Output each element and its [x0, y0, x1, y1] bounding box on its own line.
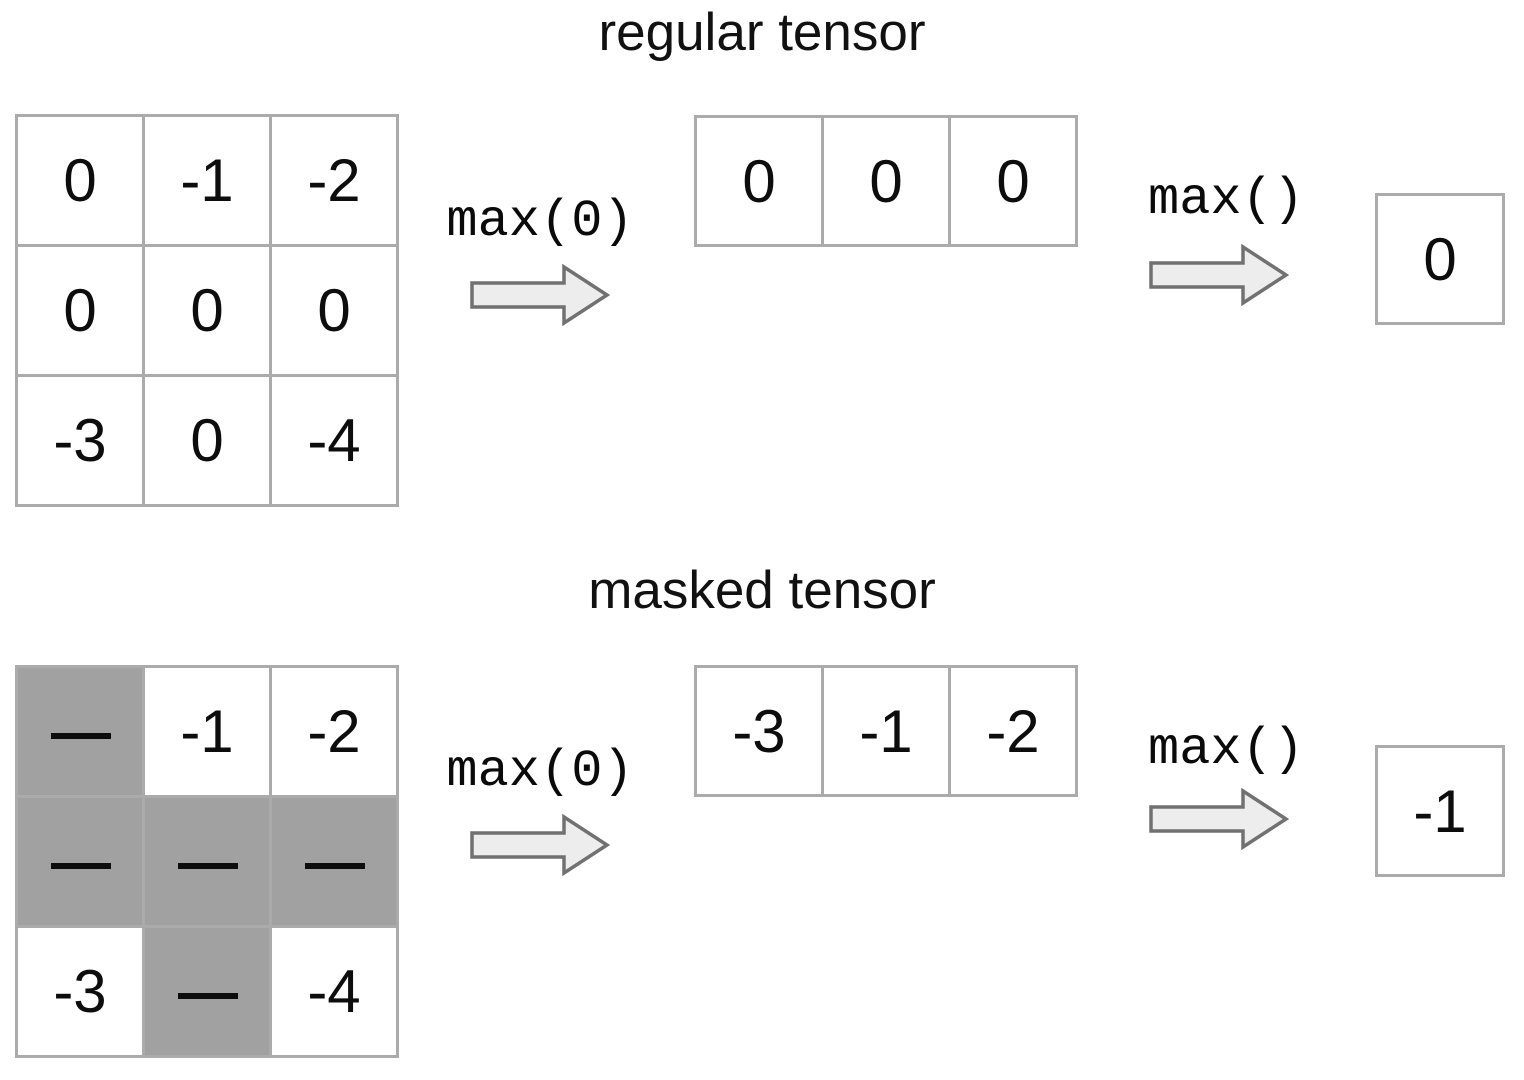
grid-cell: -2 [272, 668, 396, 795]
arrow-right-icon [470, 813, 611, 877]
masked-grid-cell: — [18, 668, 142, 795]
arrow-right-icon [1149, 787, 1290, 851]
masked-grid-cell: — [145, 928, 269, 1055]
masked-result-cell: -1 [1375, 745, 1505, 877]
grid-cell: 0 [824, 118, 948, 244]
grid-cell: 0 [145, 247, 269, 374]
grid-cell: -4 [272, 377, 396, 504]
section-title-regular: regular tensor [598, 3, 926, 62]
grid-cell: -1 [824, 668, 948, 794]
grid-cell: 0 [145, 377, 269, 504]
grid-cell: 0 [951, 118, 1075, 244]
grid-cell: -2 [272, 117, 396, 244]
grid-cell: 0 [272, 247, 396, 374]
op-label-max-full: max() [1147, 170, 1305, 229]
grid-cell: -1 [145, 668, 269, 795]
masked-grid-cell: — [18, 798, 142, 925]
regular-result-cell: 0 [1375, 193, 1505, 325]
grid-cell: -1 [145, 117, 269, 244]
grid-cell: -3 [697, 668, 821, 794]
arrow-right-icon [470, 263, 611, 327]
regular-input-grid: 0 -1 -2 0 0 0 -3 0 -4 [15, 114, 399, 507]
grid-cell: -3 [18, 928, 142, 1055]
section-title-masked: masked tensor [588, 561, 936, 620]
masked-input-grid: — -1 -2 — — — -3 — -4 [15, 665, 399, 1058]
grid-cell: -2 [951, 668, 1075, 794]
grid-cell: 0 [18, 117, 142, 244]
grid-cell: -3 [18, 377, 142, 504]
regular-reduced-row: 0 0 0 [694, 115, 1078, 247]
op-label-max-dim0: max(0) [446, 192, 634, 251]
op-label-max-full: max() [1147, 720, 1305, 779]
grid-cell: 0 [18, 247, 142, 374]
op-label-max-dim0: max(0) [446, 742, 634, 801]
masked-reduced-row: -3 -1 -2 [694, 665, 1078, 797]
grid-cell: 0 [697, 118, 821, 244]
masked-grid-cell: — [272, 798, 396, 925]
arrow-right-icon [1149, 243, 1290, 307]
grid-cell: -4 [272, 928, 396, 1055]
masked-grid-cell: — [145, 798, 269, 925]
